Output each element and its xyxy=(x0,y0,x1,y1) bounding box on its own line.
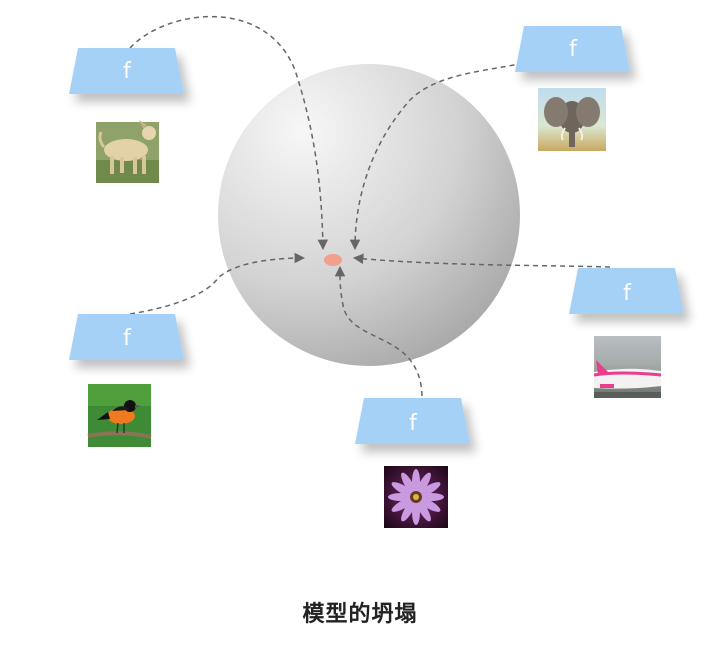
elephant-image xyxy=(538,88,606,151)
bird-image xyxy=(87,384,152,447)
encoder-flower: f xyxy=(355,398,470,444)
encoder-label: f xyxy=(123,59,132,84)
encoder-bird: f xyxy=(69,314,184,360)
encoder-label: f xyxy=(569,37,578,62)
encoder-elephant: f xyxy=(515,26,630,72)
dog-image xyxy=(96,120,159,183)
encoder-label: f xyxy=(623,281,632,306)
encoder-label: f xyxy=(409,411,418,436)
flower-image xyxy=(384,466,448,528)
collapse-point xyxy=(324,254,342,266)
arrow-airplane xyxy=(352,253,611,268)
encoder-airplane: f xyxy=(569,268,684,314)
diagram-caption: 模型的坍塌 xyxy=(302,602,418,627)
airplane-image xyxy=(593,336,662,398)
encoder-dog: f xyxy=(69,48,184,94)
encoder-label: f xyxy=(123,326,132,351)
arrow-flower xyxy=(334,265,423,397)
embedding-sphere xyxy=(218,64,520,366)
